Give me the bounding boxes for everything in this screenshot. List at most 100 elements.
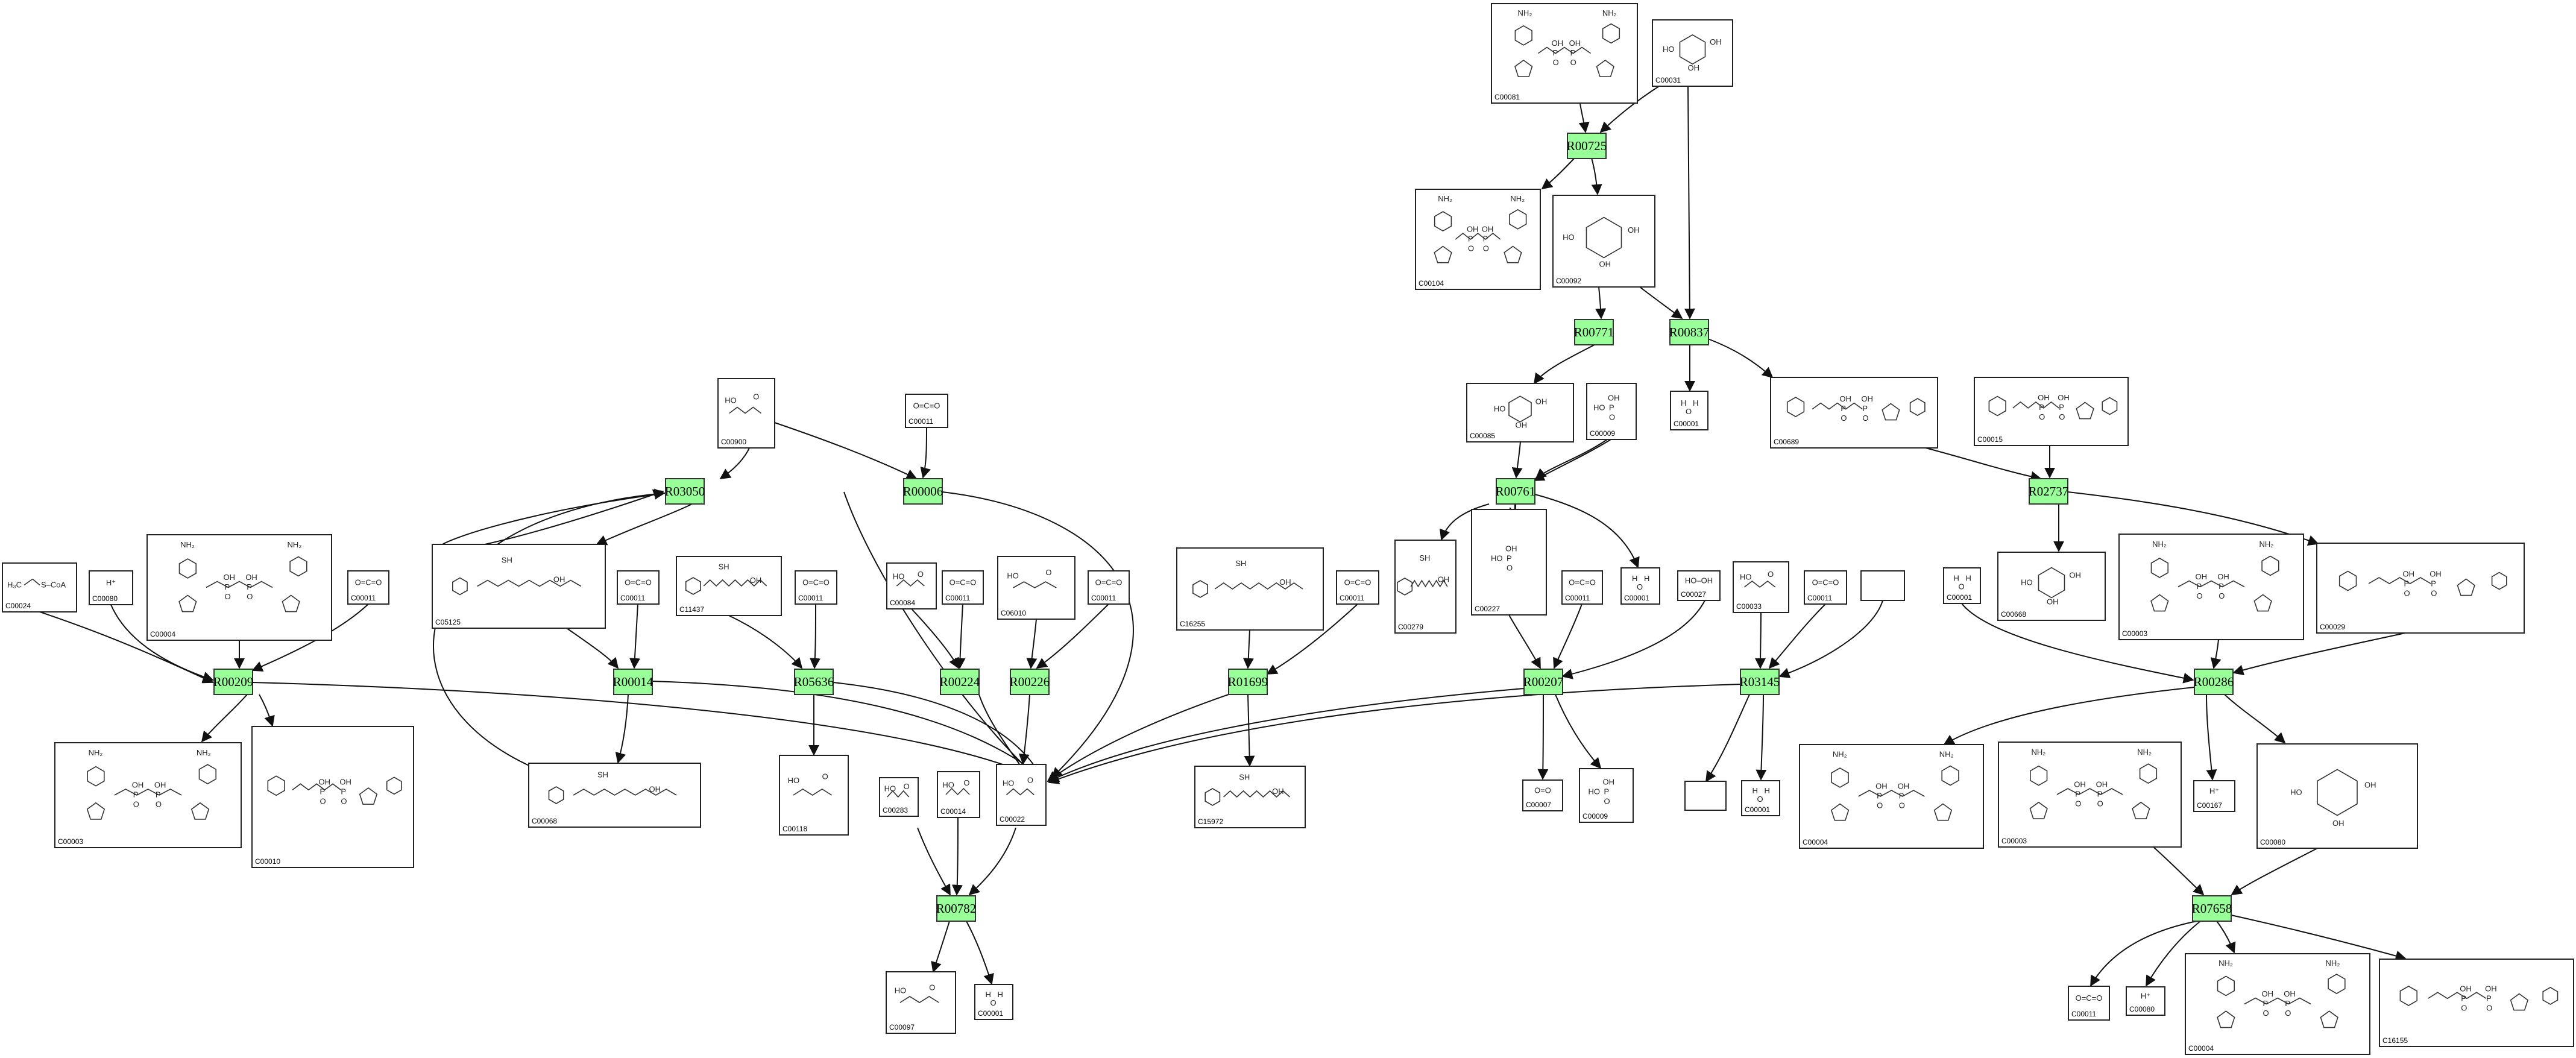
reaction-node[interactable]: R05636 <box>794 669 834 695</box>
compound-id-label: C00024 <box>5 602 31 610</box>
reaction-node[interactable]: R00837 <box>1669 319 1710 345</box>
reaction-node[interactable]: R00207 <box>1523 669 1564 695</box>
amine-label: NH₂ <box>1939 750 1954 759</box>
hydroxyl-label: OH <box>2430 570 2442 579</box>
compound-node[interactable]: H⁺C00167 <box>2193 780 2235 812</box>
reaction-node[interactable]: R00006 <box>903 478 943 505</box>
reaction-node[interactable]: R00782 <box>936 895 977 922</box>
compound-id-label: C00003 <box>2122 629 2147 638</box>
reaction-edge <box>917 827 951 896</box>
structure-ring <box>1192 580 1208 598</box>
reaction-edge <box>966 921 994 985</box>
reaction-node[interactable]: R00209 <box>213 669 254 695</box>
reaction-node[interactable]: R07658 <box>2192 895 2232 922</box>
reaction-id-label: R00224 <box>940 675 980 689</box>
phosphorus-label: P <box>1877 791 1882 800</box>
reaction-id-label: R03050 <box>665 484 705 499</box>
reaction-node[interactable]: R03050 <box>665 478 705 505</box>
oxygen-label: O <box>753 392 759 401</box>
reaction-node[interactable]: R01699 <box>1228 669 1268 695</box>
hydrogen-label: H <box>1752 786 1758 795</box>
reaction-node[interactable]: R00771 <box>1574 319 1614 345</box>
reaction-node[interactable]: R00226 <box>1010 669 1050 695</box>
reaction-node[interactable]: R00286 <box>2194 669 2234 695</box>
reaction-box <box>2194 669 2234 695</box>
reaction-node[interactable]: R03145 <box>1740 669 1780 695</box>
compound-node[interactable]: H⁺C00080 <box>89 570 133 605</box>
reaction-edge <box>1599 86 1660 133</box>
compound-node[interactable]: H⁺C00080 <box>2126 986 2165 1016</box>
reaction-node[interactable]: R00761 <box>1496 478 1536 505</box>
compound-id-label: C00097 <box>889 1023 915 1031</box>
reaction-node[interactable]: R00725 <box>1567 133 1607 159</box>
compound-id-label: C00118 <box>783 825 807 833</box>
compound-id-label: C00011 <box>2071 1010 2096 1018</box>
empty-compound-box[interactable] <box>1860 570 1905 601</box>
reaction-node[interactable]: R00224 <box>940 669 980 695</box>
reaction-edge <box>252 682 1038 779</box>
reaction-node[interactable]: R00014 <box>613 669 653 695</box>
compound-box <box>2379 959 2574 1047</box>
empty-compound-box[interactable] <box>1684 781 1727 811</box>
reaction-edge <box>1707 338 1774 379</box>
structure-ring <box>282 594 300 612</box>
structure-chain <box>2178 580 2245 588</box>
oxygen-label: O <box>1483 244 1489 253</box>
reaction-node[interactable]: R02737 <box>2029 478 2069 505</box>
